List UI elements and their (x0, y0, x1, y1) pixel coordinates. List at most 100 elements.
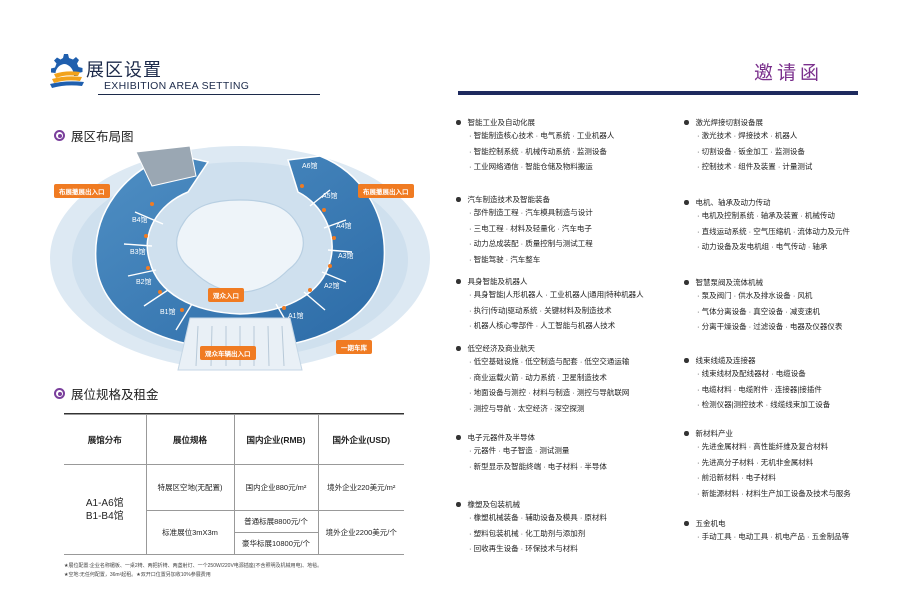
category-block: 汽车制造技术及智能装备 · 部件制造工程 · 汽车模具制造与设计 · 三电工程 … (456, 194, 593, 267)
category-block: 激光焊接切割设备展 · 激光技术 · 焊接技术 · 机器人 · 切割设备 · 钣… (684, 117, 812, 175)
bullet-icon (684, 521, 689, 526)
garage-label: 一期车库 (336, 340, 372, 354)
category-item: · 前沿新材料 · 电子材料 (697, 473, 776, 482)
category-block: 具身智能及机器人 · 具身智能|人形机器人 · 工业机器人|通用|特种机器人 ·… (456, 276, 644, 334)
hall-label: B2馆 (136, 277, 152, 286)
hall-label: A5馆 (322, 191, 338, 200)
category-item: · 检测仪器|测控技术 · 线缆线束加工设备 (697, 400, 831, 409)
layout-section-title: 展区布局图 (71, 130, 134, 144)
category-item: · 气体分离设备 · 真空设备 · 减变速机 (697, 306, 820, 316)
category-title: 新材料产业 (695, 429, 734, 438)
category-item: · 电缆材料 · 电缆附件 · 连接器|接插件 (697, 384, 822, 394)
category-title: 五金机电 (695, 519, 726, 528)
category-block: 电机、轴承及动力传动 · 电机及控制系统 · 轴承及装置 · 机械传动 · 直线… (684, 197, 850, 255)
category-title: 智慧泵阀及流体机械 (695, 278, 764, 287)
hall-label: A3馆 (338, 251, 354, 260)
category-item: · 先进高分子材料 · 无机非金属材料 (697, 457, 814, 467)
category-title: 低空经济及商业航天 (467, 344, 536, 353)
category-block: 五金机电 · 手动工具 · 电动工具 · 机电产品 · 五金制品等 (684, 518, 849, 545)
setup-gate-left-label: 布展撤展出入口 (54, 184, 110, 198)
table-header: 展馆分布 (64, 414, 147, 465)
category-item: · 回收再生设备 · 环保技术与材料 (469, 544, 578, 553)
table-row: 豪华标展10800元/个 (64, 532, 404, 555)
category-item: · 具身智能|人形机器人 · 工业机器人|通用|特种机器人 (469, 290, 644, 299)
table-header: 展位规格 (145, 414, 235, 465)
hall-cell: A1-A6馆 B1-B4馆 (64, 464, 147, 555)
hall-label: A4馆 (336, 221, 352, 230)
invitation-title: 邀请函 (754, 62, 824, 84)
flower-bullet-icon (54, 130, 65, 141)
domestic-price-cell: 豪华标展10800元/个 (234, 532, 318, 555)
category-title: 汽车制造技术及智能装备 (467, 195, 551, 204)
hall-label: A6馆 (302, 161, 318, 170)
category-block: 智慧泵阀及流体机械 · 泵及阀门 · 供水及排水设备 · 风机 · 气体分离设备… (684, 277, 842, 335)
bullet-icon (456, 120, 461, 125)
bullet-icon (684, 280, 689, 285)
hall-label: A1馆 (288, 311, 304, 320)
category-item: · 智能驾驶 · 汽车整车 (469, 254, 541, 264)
category-item: · 三电工程 · 材料及轻量化 · 汽车电子 (469, 223, 592, 233)
category-item: · 激光技术 · 焊接技术 · 机器人 (697, 131, 798, 140)
category-item: · 切割设备 · 钣金加工 · 监测设备 (697, 146, 805, 156)
pricing-section-title: 展位规格及租金 (71, 388, 159, 402)
setup-gate-right-label: 布展撤展出入口 (358, 184, 414, 198)
category-block: 低空经济及商业航天 · 低空基础设施 · 低空制造与配套 · 低空交通运输 · … (456, 343, 629, 416)
page-subtitle: EXHIBITION AREA SETTING (104, 80, 250, 92)
table-header: 国内企业(RMB) (233, 414, 319, 465)
note-line: ★展位配置:企业名称楣板、一桌2椅、两把折椅、两盏射灯、一个250W/220V电… (64, 563, 323, 569)
table-notes: ★展位配置:企业名称楣板、一桌2椅、两把折椅、两盏射灯、一个250W/220V电… (64, 562, 424, 580)
category-item: · 动力总成装配 · 质量控制与测试工程 (469, 239, 593, 248)
category-item: · 电机及控制系统 · 轴承及装置 · 机械传动 (697, 211, 835, 220)
hall-range: A1-A6馆 (85, 497, 124, 509)
category-item: · 控制技术 · 组件及装置 · 计量测试 (697, 162, 813, 171)
hall-range: B1-B4馆 (85, 510, 124, 522)
vehicle-gate-label: 观众车辆出入口 (200, 346, 256, 360)
hall-label: A2馆 (324, 281, 340, 290)
invitation-bar (458, 91, 858, 95)
category-item: · 塑料包装机械 · 化工助剂与添加剂 (469, 528, 586, 538)
table-header: 国外企业(USD) (317, 414, 404, 465)
bullet-icon (684, 200, 689, 205)
hall-label: B3馆 (130, 247, 146, 256)
foreign-price-cell: 境外企业220美元/m² (317, 464, 404, 511)
exhibition-map: B4馆 B3馆 B2馆 B1馆 A6馆 A5馆 A4馆 A3馆 A2馆 A1馆 … (40, 142, 430, 374)
table-row: A1-A6馆 B1-B4馆 特展区空地(无配置) 国内企业880元/m² 境外企… (64, 464, 404, 555)
category-item: · 地面设备与测控 · 材料与制造 · 测控与导航联网 (469, 388, 630, 397)
bullet-icon (456, 279, 461, 284)
category-title: 橡塑及包装机械 (467, 500, 521, 509)
exhibition-map-drawing: B4馆 B3馆 B2馆 B1馆 A6馆 A5馆 A4馆 A3馆 A2馆 A1馆 (50, 145, 430, 371)
category-item: · 智能控制系统 · 机械传动系统 · 监测设备 (469, 146, 607, 156)
category-title: 智能工业及自动化展 (467, 118, 536, 127)
category-item: · 动力设备及发电机组 · 电气传动 · 轴承 (697, 242, 828, 251)
category-block: 智能工业及自动化展 · 智能制造核心技术 · 电气系统 · 工业机器人 · 智能… (456, 117, 614, 175)
bullet-icon (456, 197, 461, 202)
visitor-entrance-label: 观众入口 (208, 288, 244, 302)
category-item: · 线束线材及配线器材 · 电缆设备 (697, 369, 806, 378)
category-item: · 橡塑机械装备 · 辅助设备及模具 · 原材料 (469, 513, 607, 522)
domestic-price-cell: 国内企业880元/m² (233, 464, 319, 511)
category-item: · 直线运动系统 · 空气压缩机 · 流体动力及元件 (697, 226, 850, 236)
pricing-section-heading: 展位规格及租金 (54, 384, 159, 403)
gear-logo-icon (50, 54, 84, 88)
spec-cell: 特展区空地(无配置) (145, 464, 235, 511)
spec-cell: 标准展位3mX3m (146, 510, 235, 555)
category-item: · 新型显示及智能终端 · 电子材料 · 半导体 (469, 461, 607, 471)
category-title: 线束线缆及连接器 (695, 356, 756, 365)
category-item: · 手动工具 · 电动工具 · 机电产品 · 五金制品等 (697, 532, 850, 541)
hall-label: B1馆 (160, 307, 176, 316)
category-item: · 新能源材料 · 材料生产加工设备及技术与服务 (697, 488, 851, 498)
flower-bullet-icon (54, 388, 65, 399)
header-underline (98, 94, 320, 95)
category-block: 电子元器件及半导体 · 元器件 · 电子智造 · 测试测量 · 新型显示及智能终… (456, 432, 607, 474)
category-item: · 元器件 · 电子智造 · 测试测量 (469, 446, 570, 455)
category-item: · 部件制造工程 · 汽车模具制造与设计 (469, 208, 593, 217)
category-title: 激光焊接切割设备展 (695, 118, 764, 127)
table-header-row: 展馆分布 展位规格 国内企业(RMB) 国外企业(USD) (64, 414, 404, 465)
category-item: · 测控与导航 · 太空经济 · 深空探测 (469, 403, 585, 413)
bullet-icon (684, 358, 689, 363)
category-title: 电机、轴承及动力传动 (695, 198, 771, 207)
category-item: · 商业运载火箭 · 动力系统 · 卫星制造技术 (469, 372, 607, 382)
hall-label: B4馆 (132, 215, 148, 224)
category-item: · 工业网络通信 · 智能仓储及物料搬运 (469, 162, 593, 171)
page-title: 展区设置 (86, 60, 162, 80)
